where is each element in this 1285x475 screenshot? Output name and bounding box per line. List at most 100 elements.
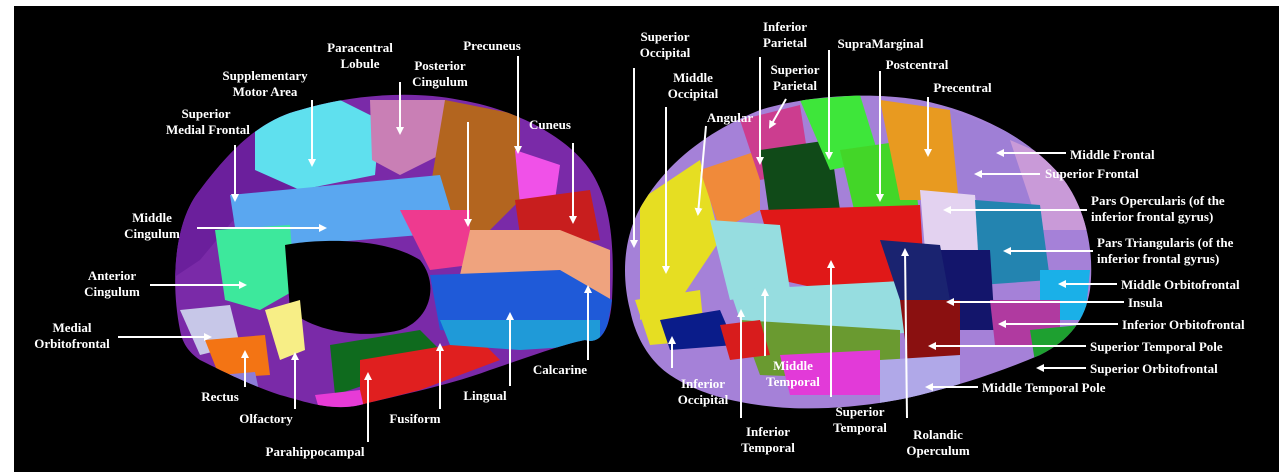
label-line: SupraMarginal — [823, 36, 938, 52]
label-line: Occipital — [663, 392, 743, 408]
label-superior-frontal: Superior Frontal — [1045, 166, 1139, 182]
label-line: Operculum — [893, 443, 983, 459]
label-postcentral: Postcentral — [872, 57, 962, 73]
region-middle-temporal-pole — [880, 355, 960, 410]
label-inferior-temporal: Inferior Temporal — [728, 424, 808, 456]
label-line: Pars Triangularis (of the — [1097, 235, 1233, 251]
label-line: Insula — [1128, 295, 1163, 311]
label-line: Temporal — [753, 374, 833, 390]
label-line: Inferior — [728, 424, 808, 440]
label-inferior-orbitofrontal: Inferior Orbitofrontal — [1122, 317, 1245, 333]
label-paracentral-lobule: Paracentral Lobule — [310, 40, 410, 72]
label-rolandic-operculum: Rolandic Operculum — [893, 427, 983, 459]
label-line: Medial Frontal — [166, 122, 246, 138]
label-line: Parietal — [755, 78, 835, 94]
label-superior-temporal-pole: Superior Temporal Pole — [1090, 339, 1223, 355]
label-line: Orbitofrontal — [22, 336, 122, 352]
label-cuneus: Cuneus — [520, 117, 580, 133]
label-line: Cuneus — [520, 117, 580, 133]
label-line: Middle Frontal — [1070, 147, 1155, 163]
label-line: Pars Opercularis (of the — [1091, 193, 1225, 209]
label-line: Anterior — [72, 268, 152, 284]
label-line: Fusiform — [380, 411, 450, 427]
label-middle-temporal: Middle Temporal — [753, 358, 833, 390]
label-line: Parahippocampal — [250, 444, 380, 460]
label-superior-orbitofrontal: Superior Orbitofrontal — [1090, 361, 1218, 377]
region-lingual-lower — [440, 320, 600, 350]
label-line: Rectus — [190, 389, 250, 405]
label-line: Precentral — [920, 80, 1005, 96]
label-line: Temporal — [728, 440, 808, 456]
label-line: Superior Temporal Pole — [1090, 339, 1223, 355]
region-superior-orbitofrontal — [1030, 325, 1080, 362]
label-line: Superior — [755, 62, 835, 78]
label-line: Cingulum — [112, 226, 192, 242]
label-posterior-cingulum: Posterior Cingulum — [400, 58, 480, 90]
label-superior-medial-frontal: Superior Medial Frontal — [166, 106, 246, 138]
label-line: Olfactory — [226, 411, 306, 427]
label-line: Superior — [820, 404, 900, 420]
label-line: Superior — [625, 29, 705, 45]
label-parahippocampal: Parahippocampal — [250, 444, 380, 460]
label-middle-occipital: Middle Occipital — [653, 70, 733, 102]
label-line: Angular — [695, 110, 765, 126]
label-middle-frontal: Middle Frontal — [1070, 147, 1155, 163]
label-superior-occipital: Superior Occipital — [625, 29, 705, 61]
label-medial-orbitofrontal: Medial Orbitofrontal — [22, 320, 122, 352]
label-insula: Insula — [1128, 295, 1163, 311]
label-line: Middle — [112, 210, 192, 226]
label-supramarginal: SupraMarginal — [823, 36, 938, 52]
label-line: Middle Temporal Pole — [982, 380, 1106, 396]
label-line: inferior frontal gyrus) — [1091, 209, 1225, 225]
label-middle-cingulum: Middle Cingulum — [112, 210, 192, 242]
region-pars-opercularis — [920, 190, 980, 250]
label-supplementary-motor-area: Supplementary Motor Area — [205, 68, 325, 100]
label-pars-triangularis: Pars Triangularis (of the inferior front… — [1097, 235, 1233, 267]
label-line: Middle — [653, 70, 733, 86]
label-angular: Angular — [695, 110, 765, 126]
label-line: Calcarine — [520, 362, 600, 378]
label-precuneus: Precuneus — [447, 38, 537, 54]
corpus-callosum-hole — [285, 241, 430, 334]
label-line: Lobule — [310, 56, 410, 72]
label-middle-orbitofrontal: Middle Orbitofrontal — [1121, 277, 1240, 293]
label-line: Superior Frontal — [1045, 166, 1139, 182]
label-pars-opercularis: Pars Opercularis (of the inferior fronta… — [1091, 193, 1225, 225]
label-inferior-parietal: Inferior Parietal — [745, 19, 825, 51]
label-line: Middle — [753, 358, 833, 374]
label-rectus: Rectus — [190, 389, 250, 405]
label-line: Temporal — [820, 420, 900, 436]
label-line: inferior frontal gyrus) — [1097, 251, 1233, 267]
label-line: Lingual — [455, 388, 515, 404]
label-precentral: Precentral — [920, 80, 1005, 96]
label-line: Postcentral — [872, 57, 962, 73]
label-middle-temporal-pole: Middle Temporal Pole — [982, 380, 1106, 396]
label-line: Occipital — [653, 86, 733, 102]
label-calcarine: Calcarine — [520, 362, 600, 378]
label-line: Supplementary — [205, 68, 325, 84]
label-line: Rolandic — [893, 427, 983, 443]
label-line: Medial — [22, 320, 122, 336]
label-line: Superior — [166, 106, 246, 122]
label-line: Paracentral — [310, 40, 410, 56]
label-line: Inferior — [663, 376, 743, 392]
label-line: Cingulum — [72, 284, 152, 300]
label-line: Middle Orbitofrontal — [1121, 277, 1240, 293]
label-superior-temporal: Superior Temporal — [820, 404, 900, 436]
region-rectus — [205, 335, 270, 378]
label-line: Occipital — [625, 45, 705, 61]
label-line: Precuneus — [447, 38, 537, 54]
label-fusiform: Fusiform — [380, 411, 450, 427]
label-superior-parietal: Superior Parietal — [755, 62, 835, 94]
label-line: Inferior — [745, 19, 825, 35]
label-line: Superior Orbitofrontal — [1090, 361, 1218, 377]
label-line: Posterior — [400, 58, 480, 74]
label-anterior-cingulum: Anterior Cingulum — [72, 268, 152, 300]
label-line: Cingulum — [400, 74, 480, 90]
label-line: Parietal — [745, 35, 825, 51]
label-inferior-occipital: Inferior Occipital — [663, 376, 743, 408]
label-line: Inferior Orbitofrontal — [1122, 317, 1245, 333]
label-line: Motor Area — [205, 84, 325, 100]
region-supplementary-motor-area — [255, 100, 380, 190]
